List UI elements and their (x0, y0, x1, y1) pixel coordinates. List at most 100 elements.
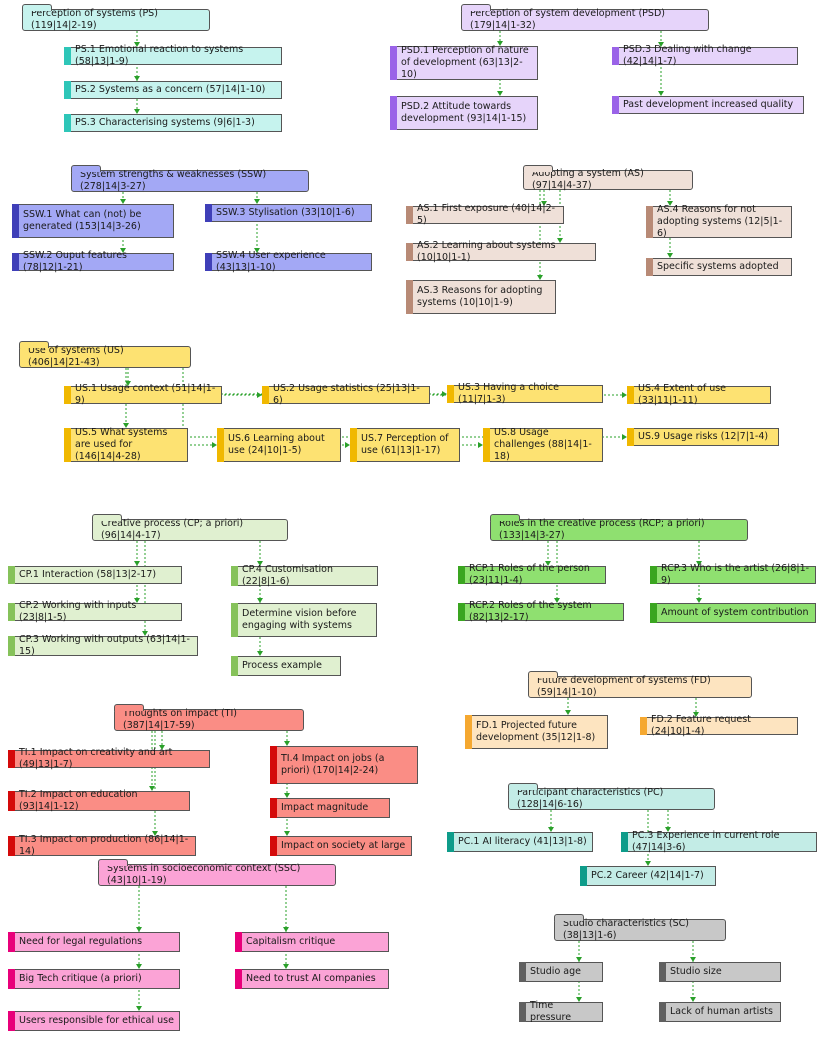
code-node-sscu: Users responsible for ethical use (8, 1011, 180, 1031)
code-node-us4: US.4 Extent of use (33|11|1-11) (627, 383, 771, 406)
arrowhead-sscl (136, 927, 142, 932)
arrowhead-us3 (442, 391, 447, 397)
code-node-psdp: Past development increased quality (612, 96, 804, 114)
code-node-rcp2: RCP.2 Roles of the system (82|13|2-17) (458, 600, 624, 623)
code-node-ps3: PS.3 Characterising systems (9|6|1-3) (64, 114, 282, 132)
code-node-us3: US.3 Having a choice (11|7|1-3) (447, 382, 603, 405)
arrowhead-sca (576, 957, 582, 962)
arrowhead-fd2 (693, 712, 699, 717)
code-node-sscc: Capitalism critique (235, 932, 389, 952)
category-node-us: Use of systems (US) (406|14|21-43) (19, 341, 191, 368)
code-node-us1: US.1 Usage context (51|14|1-9) (64, 383, 222, 406)
arrowhead-cp2 (134, 598, 140, 603)
arrowhead-ssw2 (120, 248, 126, 253)
code-node-ti2: TI.2 Impact on education (93|14|1-12) (8, 789, 190, 812)
category-node-ssw: System strengths & weaknesses (SSW) (278… (71, 165, 309, 192)
arrowhead-pc3 (665, 827, 671, 832)
code-node-ti4: TI.4 Impact on jobs (a priori) (170|14|2… (270, 746, 418, 784)
arrowhead-tis (284, 831, 290, 836)
arrowhead-scl (690, 997, 696, 1002)
category-node-ps: Perception of systems (PS) (119|14|2-19) (22, 4, 210, 31)
arrowhead-psdp (658, 91, 664, 96)
code-node-rcp3: RCP.3 Who is the artist (26|8|1-9) (650, 563, 816, 586)
code-node-sca: Studio age (519, 962, 603, 982)
category-node-psd: Perception of system development (PSD) (… (461, 4, 709, 31)
arrowhead-as1 (541, 201, 547, 206)
category-node-sc: Studio characteristics (SC) (38|13|1-6) (554, 914, 726, 941)
code-node-cp4: CP.4 Customisation (22|8|1-6) (231, 564, 378, 587)
arrowhead-ti3 (152, 831, 158, 836)
code-node-ssct: Need to trust AI companies (235, 969, 389, 989)
code-node-pc1: PC.1 AI literacy (41|13|1-8) (447, 832, 593, 852)
arrowhead-cp1 (134, 561, 140, 566)
code-node-ti1: TI.1 Impact on creativity and art (49|13… (8, 747, 210, 770)
code-node-psd1: PSD.1 Perception of nature of developmen… (390, 45, 538, 80)
code-node-as3: AS.3 Reasons for adopting systems (10|10… (406, 280, 556, 314)
arrowhead-as3 (537, 275, 543, 280)
code-node-psd2: PSD.2 Attitude towards development (93|1… (390, 96, 538, 130)
code-node-psd3: PSD.3 Dealing with change (42|14|1-7) (612, 44, 798, 67)
code-node-ps1: PS.1 Emotional reaction to systems (58|1… (64, 44, 282, 67)
code-node-pc2: PC.2 Career (42|14|1-7) (580, 866, 716, 886)
code-node-ps2: PS.2 Systems as a concern (57|14|1-10) (64, 81, 282, 99)
arrowhead-rcp3 (696, 561, 702, 566)
arrowhead-scs (690, 957, 696, 962)
category-node-ssc: Systems in socioeconomic context (SSC) (… (98, 859, 336, 886)
code-node-scs: Studio size (659, 962, 781, 982)
code-node-ssw2: SSW.2 Ouput features (78|12|1-21) (12, 250, 174, 273)
code-node-fd2: FD.2 Feature request (24|10|1-4) (640, 714, 798, 737)
arrowhead-ssw4 (254, 248, 260, 253)
code-node-as4: AS.4 Reasons for not adopting systems (1… (646, 204, 792, 239)
category-node-as: Adopting a system (AS) (97|14|4-37) (523, 165, 693, 191)
arrowhead-pc1 (548, 827, 554, 832)
arrowhead-sscu (136, 1006, 142, 1011)
arrowhead-us9 (622, 434, 627, 440)
arrowhead-sct (576, 997, 582, 1002)
code-node-rcp1: RCP.1 Roles of the person (23|11|1-4) (458, 563, 606, 586)
code-node-ssw3: SSW.3 Stylisation (33|10|1-6) (205, 204, 372, 222)
category-node-ti: Thoughts on impact (TI) (387|14|17-59) (114, 704, 304, 731)
arrowhead-us5 (123, 423, 129, 428)
arrowhead-as2 (557, 238, 563, 243)
arrowhead-ti2 (149, 786, 155, 791)
code-node-fd1: FD.1 Projected future development (35|12… (465, 715, 608, 749)
code-node-tis: Impact on society at large (270, 836, 412, 856)
code-node-tim: Impact magnitude (270, 798, 390, 818)
code-node-ssw1: SSW.1 What can (not) be generated (153|1… (12, 204, 174, 238)
code-node-sct: Time pressure (519, 1000, 603, 1023)
code-node-cpp: Process example (231, 656, 341, 676)
arrowhead-ass (667, 253, 673, 258)
code-node-scl: Lack of human artists (659, 1002, 781, 1022)
code-node-cp3: CP.3 Working with outputs (63|14|1-15) (8, 634, 198, 657)
arrowhead-ssct (283, 964, 289, 969)
code-node-sscb: Big Tech critique (a priori) (8, 969, 180, 989)
arrowhead-us1 (125, 381, 131, 386)
arrowhead-rcp2 (554, 598, 560, 603)
code-node-ass: Specific systems adopted (646, 258, 792, 276)
arrowhead-pc2 (645, 861, 651, 866)
category-node-fd: Future development of systems (FD) (59|1… (528, 671, 752, 698)
arrowhead-cp3 (142, 631, 148, 636)
code-node-pc3: PC.3 Experience in current role (47|14|3… (621, 830, 817, 853)
code-node-rcpa: Amount of system contribution (650, 603, 816, 623)
arrowhead-rcpa (696, 598, 702, 603)
code-node-sscl: Need for legal regulations (8, 932, 180, 952)
code-node-us2: US.2 Usage statistics (25|13|1-6) (262, 383, 430, 406)
code-node-ssw4: SSW.4 User experience (43|13|1-10) (205, 250, 372, 273)
code-node-cpd: Determine vision before engaging with sy… (231, 603, 377, 637)
code-node-us8: US.8 Usage challenges (88|14|1-18) (483, 427, 603, 462)
arrowhead-rcp1 (545, 561, 551, 566)
arrowhead-ps2 (134, 76, 140, 81)
code-node-as1: AS.1 First exposure (40|14|2-5) (406, 203, 564, 226)
arrowhead-ps3 (134, 109, 140, 114)
code-node-us9: US.9 Usage risks (12|7|1-4) (627, 428, 779, 446)
arrowhead-ti1 (159, 745, 165, 750)
arrowhead-cpp (257, 651, 263, 656)
arrowhead-sscc (283, 927, 289, 932)
arrowhead-cp4 (257, 561, 263, 566)
category-node-cp: Creative process (CP; a priori) (96|14|4… (92, 514, 288, 541)
code-node-cp2: CP.2 Working with inputs (23|8|1-5) (8, 600, 182, 623)
code-node-us6: US.6 Learning about use (24|10|1-5) (217, 428, 341, 462)
category-node-rcp: Roles in the creative process (RCP; a pr… (490, 514, 748, 541)
